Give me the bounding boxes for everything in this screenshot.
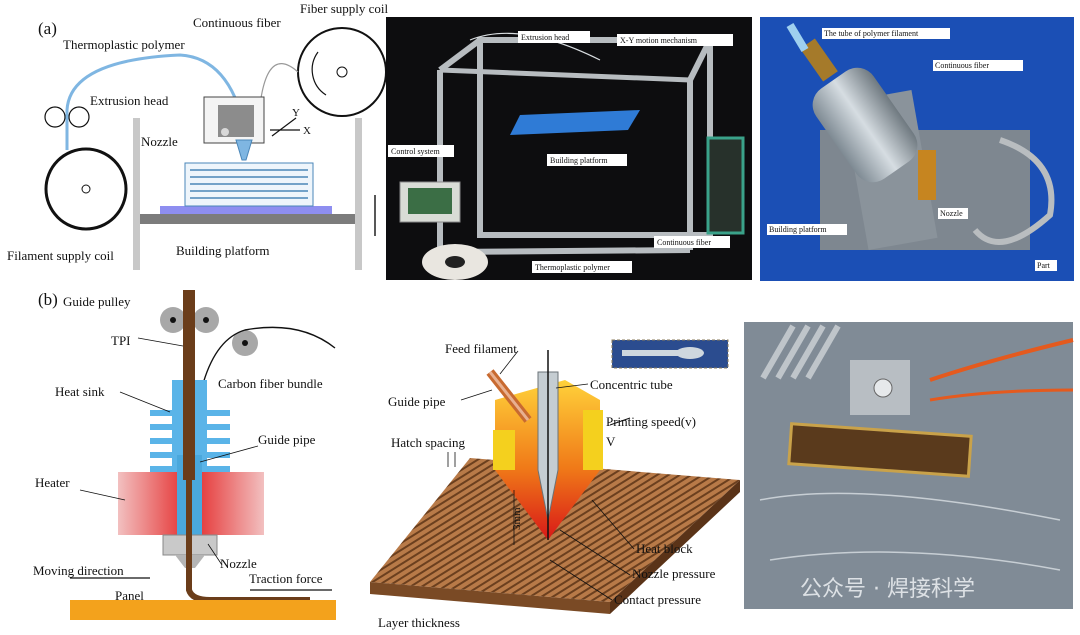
photo2-continuous-fiber: Continuous fiber <box>935 61 989 70</box>
label-feed-filament: Feed filament <box>445 341 517 356</box>
wire-orange <box>929 338 1074 382</box>
panel-b-schematic: (b) <box>33 290 336 620</box>
panel-b-photo: 公众号 · 焊接科学 <box>744 322 1074 609</box>
panel-a-nozzle-photo: The tube of polymer filament Continuous … <box>760 17 1074 281</box>
photo1-continuous-fiber: Continuous fiber <box>657 238 711 247</box>
heat-block-left-face <box>493 430 515 470</box>
label-heater: Heater <box>35 475 70 490</box>
label-contact-pressure: Contact pressure <box>614 592 701 607</box>
label-dim: 3mm <box>511 507 523 530</box>
label-heat-sink: Heat sink <box>55 384 105 399</box>
panel-b-tag: (b) <box>38 290 58 309</box>
layered-part-front <box>370 582 610 614</box>
axis-y-label: Y <box>292 107 300 119</box>
filament-supply-coil <box>44 147 128 231</box>
label-moving-direction: Moving direction <box>33 563 124 578</box>
build-platform-blue <box>510 110 640 135</box>
label-v: V <box>606 434 616 449</box>
fiber-coil-rotation-arrow <box>311 51 327 96</box>
panel-substrate <box>70 600 336 620</box>
heat-block-right-face <box>583 410 603 470</box>
printed-part-layers <box>184 162 314 207</box>
filament-coil-hub <box>81 184 91 194</box>
label-hatch-spacing: Hatch spacing <box>391 435 466 450</box>
feed-roller-right <box>68 106 90 128</box>
label-continuous-fiber: Continuous fiber <box>193 15 281 30</box>
panel-b-process: 3mm Feed filament Guide pipe Concentric … <box>370 339 740 630</box>
y-axis-arrow <box>271 117 297 137</box>
feed-roller-left <box>44 106 66 128</box>
photo1-thermoplastic-polymer: Thermoplastic polymer <box>535 263 610 272</box>
label-concentric-tube: Concentric tube <box>590 377 673 392</box>
panel-a-tag: (a) <box>38 19 57 38</box>
extrusion-head-roller <box>221 128 229 136</box>
label-filament-supply-coil: Filament supply coil <box>7 248 114 263</box>
label-building-platform: Building platform <box>176 243 270 258</box>
panel-a-printer-photo: Extrusion head X-Y motion mechanism Cont… <box>386 17 752 280</box>
photo1-extrusion-head: Extrusion head <box>521 33 569 42</box>
label-nozzle-pressure: Nozzle pressure <box>632 566 716 581</box>
frame-right-post <box>355 118 362 270</box>
fiber-spool-tube <box>706 136 745 235</box>
building-platform-plate <box>160 206 332 214</box>
layered-part-side <box>610 480 740 614</box>
label-layer-thickness: Layer thickness <box>378 615 460 630</box>
kapton-tape <box>918 150 936 200</box>
nozzle-tip <box>235 139 253 161</box>
label-heat-block: Heat block <box>636 541 693 556</box>
filament-tube <box>786 22 809 53</box>
heat-sink-fins <box>812 67 918 183</box>
label-nozzle: Nozzle <box>141 134 178 149</box>
carbon-fiber-bundle <box>191 326 336 471</box>
label-panel: Panel <box>115 588 144 603</box>
polymer-filament-path <box>65 53 247 150</box>
photo1-control-system: Control system <box>391 147 440 156</box>
label-tpi: TPI <box>111 333 131 348</box>
label-carbon-fiber-bundle: Carbon fiber bundle <box>218 376 323 391</box>
axis-x-label: X <box>303 125 311 137</box>
photo2-tube: The tube of polymer filament <box>824 29 919 38</box>
photo2-building-platform: Building platform <box>769 225 827 234</box>
photo2-part: Part <box>1037 261 1051 270</box>
watermark: 公众号 · 焊接科学 <box>800 577 975 602</box>
tpi-filament <box>183 290 195 480</box>
label-traction-force: Traction force <box>249 571 323 586</box>
photo2-nozzle: Nozzle <box>940 209 963 218</box>
label-thermoplastic-polymer: Thermoplastic polymer <box>63 37 185 52</box>
platform-beam <box>140 214 355 224</box>
brass-fitting <box>800 38 838 82</box>
label-guide-pulley: Guide pulley <box>63 294 131 309</box>
photo1-xy-motion: X-Y motion mechanism <box>620 36 698 45</box>
label-printing-speed: Printing speed(v) <box>606 414 696 429</box>
part-arc <box>972 137 1055 245</box>
panel-a-schematic: (a) Y X <box>7 1 388 270</box>
fiber-supply-coil <box>297 27 387 117</box>
heat-sink-fins-photo <box>760 324 841 380</box>
printed-part-photo <box>787 422 973 478</box>
label-extrusion-head: Extrusion head <box>90 93 169 108</box>
label-guide-pipe: Guide pipe <box>258 432 316 447</box>
label-fiber-supply-coil: Fiber supply coil <box>300 1 388 16</box>
frame-left-post <box>133 118 140 270</box>
fiber-coil-hub <box>336 66 348 78</box>
photo1-building-platform: Building platform <box>550 156 608 165</box>
label-nozzle: Nozzle <box>220 556 257 571</box>
label-guide-pipe-2: Guide pipe <box>388 394 446 409</box>
